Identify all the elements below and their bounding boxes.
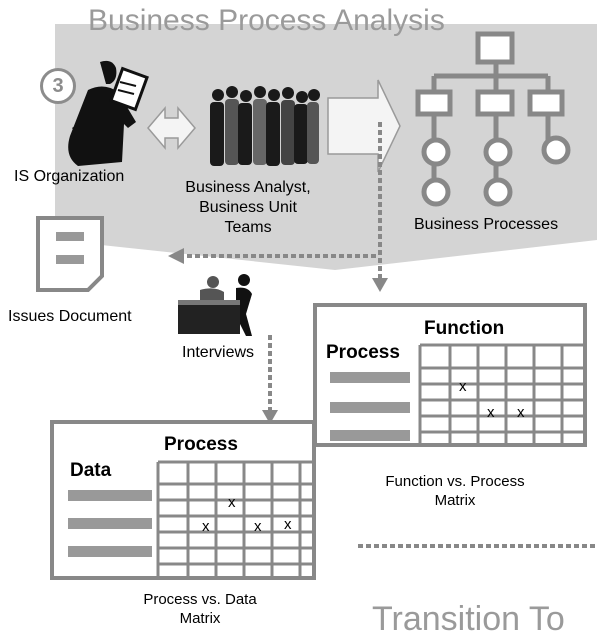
data-matrix-mark: x: [284, 516, 292, 533]
diagram-title: Business Process Analysis: [88, 4, 445, 37]
arrowhead-left: [168, 248, 184, 264]
data-matrix-caption: Process vs. Data Matrix: [90, 590, 310, 628]
function-matrix-mark: x: [487, 404, 495, 421]
data-matrix-mark: x: [228, 494, 236, 511]
data-matrix-caption-line2: Matrix: [179, 610, 221, 627]
step-number-badge: 3: [40, 68, 76, 104]
business-analyst-label-line1: Business Analyst,: [185, 179, 311, 196]
double-arrow-icon: [147, 105, 196, 151]
process-hierarchy-icon: [415, 31, 571, 207]
function-matrix-caption: Function vs. Process Matrix: [340, 472, 570, 510]
interviews-icon: [178, 274, 252, 336]
data-matrix-mark: x: [254, 518, 262, 535]
data-matrix-row-header: Data: [70, 460, 112, 481]
issues-document-label: Issues Document: [8, 308, 132, 325]
transition-title: Transition To: [372, 600, 565, 638]
business-analyst-label-line3: Teams: [224, 219, 272, 236]
interviews-label: Interviews: [182, 344, 255, 361]
function-process-matrix: [313, 303, 587, 447]
background-arrow-shape: [55, 24, 597, 270]
function-matrix-caption-line2: Matrix: [434, 492, 476, 509]
arrowhead-down-1: [372, 278, 388, 292]
function-matrix-mark: x: [459, 378, 467, 395]
data-matrix-mark: x: [202, 518, 210, 535]
function-matrix-row-header: Process: [326, 342, 400, 363]
is-organization-figure-icon: [68, 60, 149, 166]
process-data-matrix: [50, 420, 316, 580]
function-matrix-caption-line1: Function vs. Process: [385, 473, 525, 490]
issues-document-icon: [36, 216, 104, 292]
arrowhead-down-2: [262, 410, 278, 424]
data-matrix-caption-line1: Process vs. Data: [143, 591, 257, 608]
dotted-connectors: [182, 122, 597, 548]
business-analyst-group-icon: [210, 86, 320, 166]
data-matrix-column-header: Process: [164, 434, 238, 455]
function-matrix-mark: x: [517, 404, 525, 421]
business-analyst-label-line2: Business Unit: [199, 199, 297, 216]
is-organization-label: IS Organization: [14, 168, 125, 185]
business-analyst-label: Business Analyst, Business Unit Teams: [178, 178, 318, 238]
business-processes-label: Business Processes: [414, 216, 559, 233]
function-matrix-column-header: Function: [424, 318, 505, 339]
